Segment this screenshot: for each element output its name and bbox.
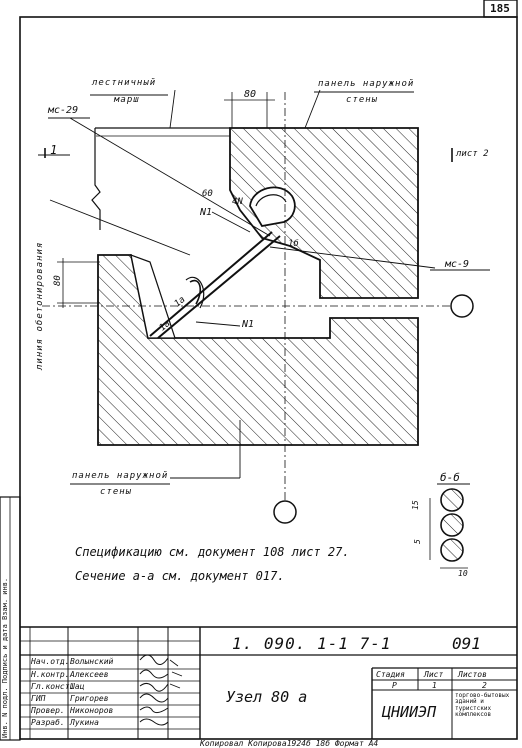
outer-panel-bottom-label-2: стены: [100, 487, 133, 497]
n1-top-label: N1: [200, 207, 213, 218]
outer-panel-bottom-label-1: панель наружной: [72, 471, 169, 481]
name-1: Волынский: [70, 657, 114, 666]
dim-10: 10: [458, 569, 468, 578]
dim-80-left: 80: [53, 275, 63, 286]
outer-panel-top-label-1: панель наружной: [318, 79, 415, 89]
title-block-lines: [20, 626, 517, 739]
dim-80-top: 80: [244, 89, 257, 100]
role-3: Гл.конст.: [31, 682, 75, 691]
page-number-box: [483, 0, 518, 18]
section-bb-label: б-б: [440, 471, 460, 484]
section-mark: 1: [50, 143, 58, 157]
role-6: Разраб.: [31, 718, 65, 727]
note-specification: Спецификацию см. документ 108 лист 27.: [75, 545, 350, 559]
name-5: Никоноров: [70, 706, 114, 715]
stage-value: Р: [392, 681, 397, 690]
label-1b: 1б: [288, 239, 299, 249]
sheets-value: 2: [482, 681, 487, 690]
signatures: [139, 654, 169, 726]
name-2: Алексеев: [70, 670, 109, 679]
org-subtitle: торгово-бытовых зданий и туристских комп…: [455, 692, 510, 718]
doc-code: 1. 090. 1-1 7-1: [232, 634, 392, 653]
dim-5: 5: [413, 539, 422, 544]
sheet-frame: [19, 16, 518, 740]
footer-copy: Копировал Копирова1924б 18б Формат А4: [200, 739, 379, 748]
dim-60: 60: [202, 189, 213, 199]
sheet-ref: лист 2: [456, 149, 489, 159]
sheet-header: Лист: [424, 670, 444, 679]
outer-panel-top-label-2: стены: [346, 95, 379, 105]
org-name: ЦНИИЭП: [382, 703, 437, 721]
note-section: Сечение а-а см. документ 017.: [75, 569, 285, 583]
stair-flight-label-2: марш: [114, 95, 140, 105]
role-5: Провер.: [31, 706, 65, 715]
n1-bottom-label: N1: [242, 319, 255, 330]
ms29-label: мс-29: [48, 105, 79, 116]
stair-flight-label-1: лестничный: [92, 78, 157, 88]
side-stamp: Инв. N подл. Подпись и дата Взам. инв.: [1, 577, 9, 738]
sheet-value: 1: [432, 681, 437, 690]
name-6: Лукина: [70, 718, 99, 727]
doc-sheet: 091: [452, 634, 481, 653]
upper-panel-hatch: [229, 127, 419, 299]
name-3: Шац: [70, 682, 85, 691]
page-number: 185: [490, 2, 510, 15]
datum-line-label: линия обетонирования: [35, 241, 45, 370]
dim-15: 15: [411, 500, 420, 510]
role-1: Нач.отд.: [31, 657, 70, 666]
sheets-header: Листов: [458, 670, 487, 679]
label-4n: 4N: [232, 197, 243, 207]
drawing-title: Узел 80 а: [226, 688, 308, 706]
stage-header: Стадия: [376, 670, 405, 679]
role-4: ГИП: [31, 694, 46, 703]
role-2: Н.контр.: [31, 670, 70, 679]
ms9-label: мс-9: [445, 259, 470, 270]
name-4: Григорев: [70, 694, 109, 703]
